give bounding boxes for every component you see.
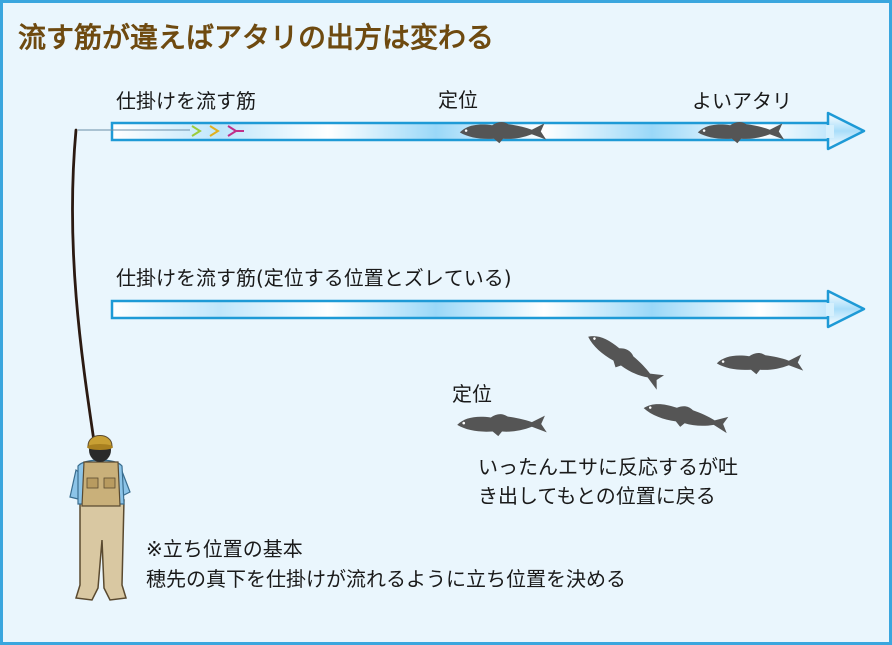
rig-markers [191, 125, 244, 137]
fish-icon [716, 353, 804, 375]
bottom-line-label: 仕掛けを流す筋(定位する位置とズレている) [116, 266, 512, 290]
basic-note-title: ※立ち位置の基本 [146, 537, 303, 561]
top-line-label: 仕掛けを流す筋 [116, 89, 256, 113]
fish-icon [582, 327, 667, 393]
reaction-note-line-1: いったんエサに反応するが吐 [478, 455, 738, 479]
basic-note-body: 穂先の真下を仕掛けが流れるように立ち位置を決める [146, 567, 626, 591]
reaction-note-line-2: き出してもとの位置に戻る [478, 484, 716, 508]
page-title: 流す筋が違えばアタリの出方は変わる [18, 21, 494, 54]
top-strike-label: よいアタリ [692, 89, 792, 113]
bottom-fish-label: 定位 [452, 382, 492, 406]
fishing-rod [71, 128, 97, 450]
fish-icon [457, 414, 547, 437]
fish-icon [641, 397, 731, 437]
bottom-drift-arrow [110, 289, 866, 329]
top-fish-label: 定位 [438, 88, 478, 112]
angler-figure [69, 435, 131, 601]
